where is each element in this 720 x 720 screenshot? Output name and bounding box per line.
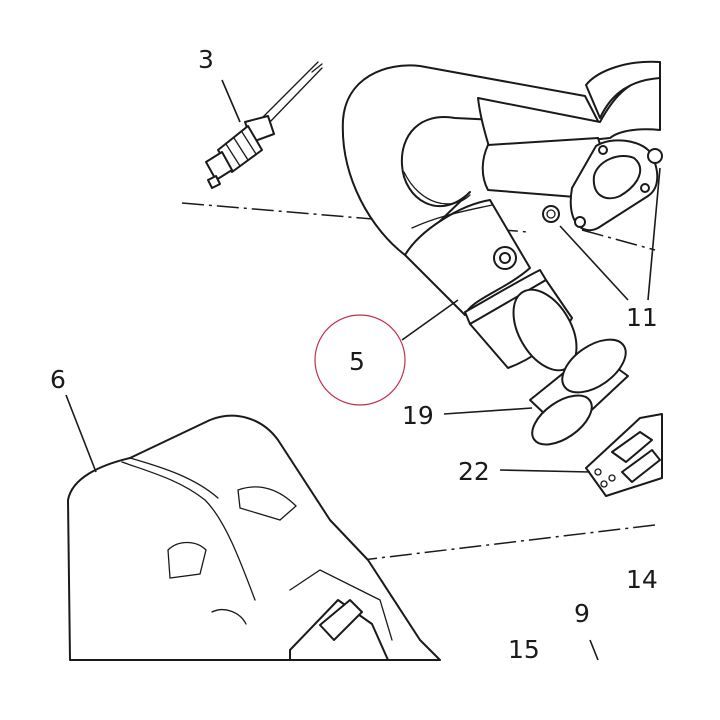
- callout-6: 6: [50, 365, 66, 394]
- exhaust-flange: [569, 139, 659, 232]
- callout-9: 9: [574, 599, 590, 628]
- callout-5: 5: [349, 347, 365, 376]
- flange-nut-right: [647, 148, 663, 164]
- leader-5: [401, 299, 459, 341]
- callout-15: 15: [508, 635, 540, 664]
- flange-nut-left: [542, 205, 560, 223]
- leader-22: [499, 469, 591, 473]
- flange-nuts: [542, 148, 663, 223]
- clamp: [585, 413, 663, 497]
- oxygen-sensor: [205, 61, 323, 189]
- callout-11: 11: [626, 303, 658, 332]
- highlight-circle: [314, 314, 406, 406]
- callout-3: 3: [198, 45, 214, 74]
- leader-6: [65, 394, 97, 473]
- callout-14: 14: [626, 565, 658, 594]
- leader-9: [589, 639, 599, 661]
- exhaust-header-pipe: [341, 60, 661, 372]
- muffler: [67, 414, 441, 661]
- leader-11b: [647, 167, 661, 301]
- connecting-sleeve: [529, 338, 629, 446]
- leader-11a: [559, 225, 629, 301]
- callout-19: 19: [402, 401, 434, 430]
- callout-22: 22: [458, 457, 490, 486]
- callouts: 3 5 6 11 19 22 14 9 15: [50, 45, 658, 664]
- leader-lines: [65, 79, 661, 661]
- leader-3: [221, 79, 241, 123]
- centerline-flange: [581, 229, 656, 251]
- leader-19: [443, 407, 533, 415]
